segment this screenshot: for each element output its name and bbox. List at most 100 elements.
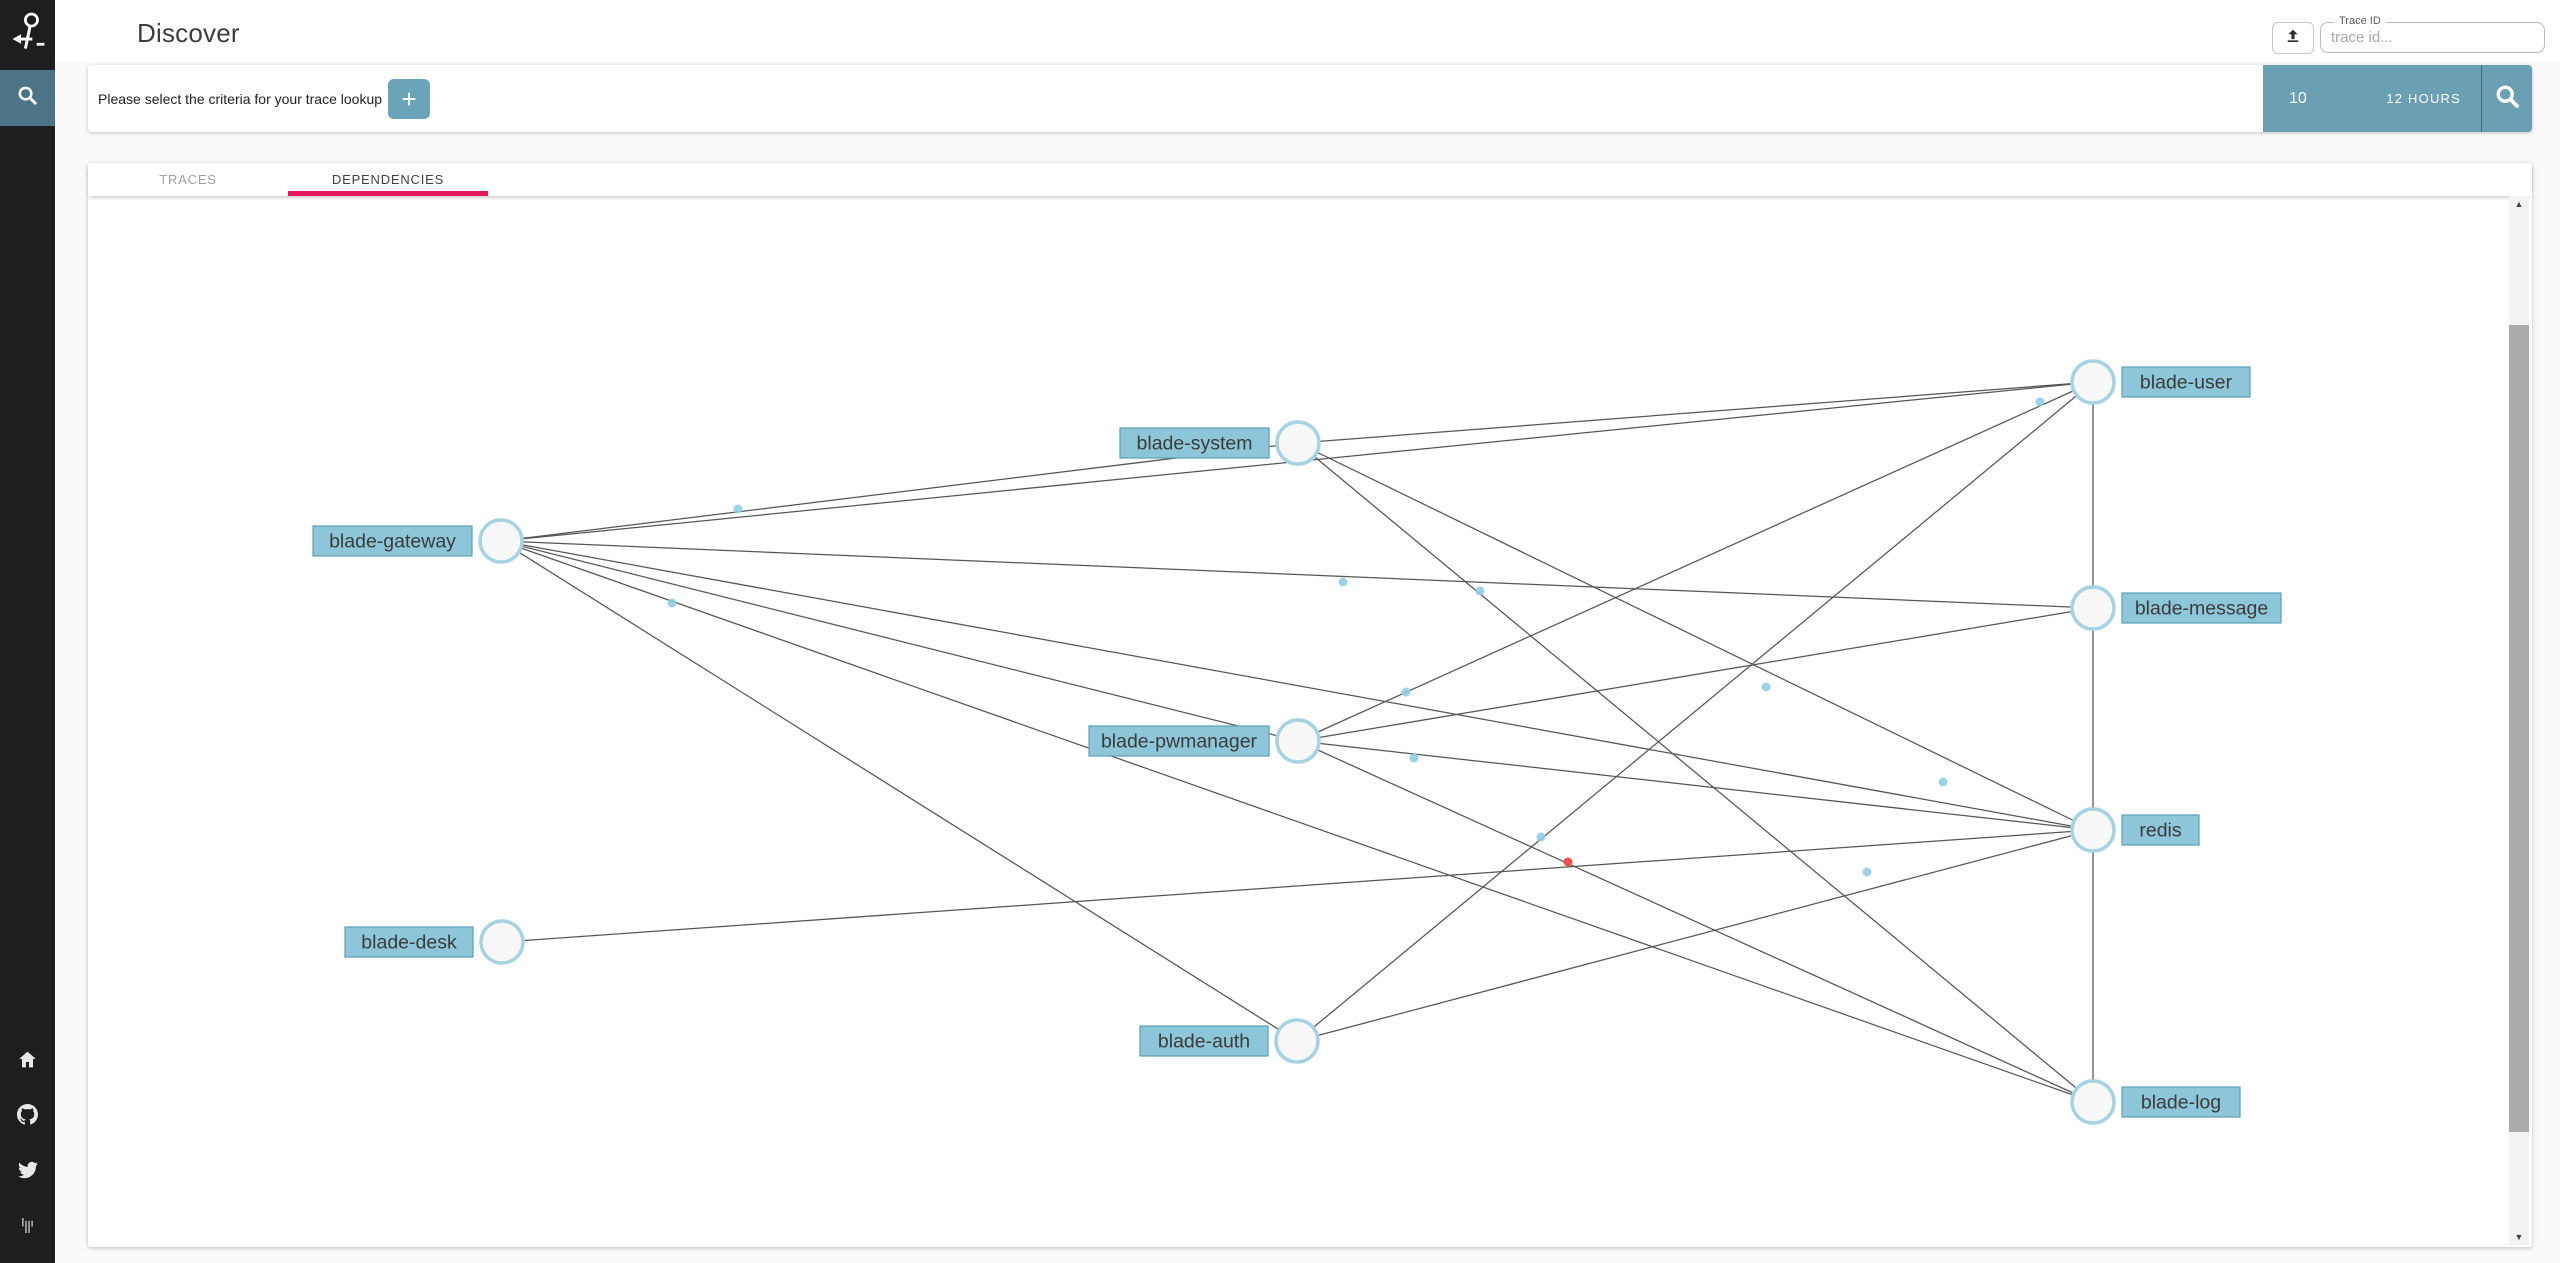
service-node-circle[interactable] (2070, 359, 2116, 405)
service-node-label-box (1139, 1025, 1269, 1057)
sidebar-item-twitter[interactable] (0, 1152, 55, 1192)
search-icon (2494, 83, 2521, 115)
app-logo[interactable] (0, 0, 55, 70)
graph-node-blade-message[interactable]: blade-message (2070, 585, 2282, 631)
traffic-dot-blue (1536, 832, 1546, 842)
service-node-label: blade-message (2135, 598, 2268, 620)
graph-node-redis[interactable]: redis (2070, 807, 2200, 853)
traffic-dot-blue (667, 598, 677, 608)
traffic-dot-blue (2035, 397, 2045, 407)
graph-node-blade-desk[interactable]: blade-desk (344, 919, 525, 965)
sidebar-item-home[interactable] (0, 1042, 55, 1082)
vertical-scrollbar[interactable]: ▲ ▼ (2509, 196, 2529, 1245)
search-options-bar: 10 12 HOURS (2263, 65, 2532, 132)
graph-edge (1296, 829, 2094, 1042)
service-node-circle[interactable] (478, 518, 524, 564)
graph-edge (1297, 607, 2094, 742)
graph-edge (1297, 381, 2094, 742)
traffic-dot-blue (1409, 753, 1419, 763)
results-card: TRACES DEPENDENCIES blade-gateway blade-d… (88, 163, 2532, 1247)
graph-edge (500, 540, 2094, 831)
twitter-icon (17, 1160, 38, 1185)
graph-edge (1297, 442, 2094, 1103)
add-criteria-button[interactable]: + (388, 78, 431, 119)
graph-edge (500, 540, 2094, 1103)
tab-traces[interactable]: TRACES (159, 172, 217, 187)
traffic-dot-blue (1938, 777, 1948, 787)
graph-node-blade-pwmanager[interactable]: blade-pwmanager (1088, 718, 1321, 764)
graph-edge (500, 540, 2094, 609)
service-node-label: blade-pwmanager (1101, 731, 1258, 753)
graph-edge (1297, 442, 2094, 831)
scrollbar-thumb[interactable] (2509, 325, 2529, 1132)
sidebar-item-gitter[interactable] (0, 1208, 55, 1248)
graph-node-blade-system[interactable]: blade-system (1119, 420, 1321, 466)
upload-trace-button[interactable] (2272, 22, 2314, 54)
graph-edge (1296, 381, 2094, 1042)
service-node-label-box (2121, 366, 2251, 398)
service-node-circle[interactable] (479, 919, 525, 965)
page-title: Discover (137, 18, 240, 48)
run-search-button[interactable] (2482, 65, 2532, 132)
service-node-label-box (1119, 427, 1270, 459)
traffic-dot-red (1563, 857, 1573, 867)
service-node-circle[interactable] (2070, 1079, 2116, 1125)
tab-bar: TRACES DEPENDENCIES (88, 163, 2532, 196)
service-node-label-box (312, 525, 473, 557)
service-node-circle[interactable] (1274, 1018, 1320, 1064)
criteria-hint-text: Please select the criteria for your trac… (98, 90, 383, 107)
traffic-dot-blue (1862, 867, 1872, 877)
sidebar-item-github[interactable] (0, 1097, 55, 1137)
traffic-dot-blue (733, 504, 743, 514)
service-node-label: blade-gateway (329, 531, 456, 553)
service-node-circle[interactable] (2070, 807, 2116, 853)
graph-edge (1297, 381, 2094, 444)
result-limit-select[interactable]: 10 (2289, 89, 2307, 107)
service-node-label-box (2121, 592, 2282, 624)
criteria-card[interactable]: Please select the criteria for your trac… (88, 65, 2263, 132)
scroll-down-arrow[interactable]: ▼ (2514, 1232, 2524, 1242)
top-header: Discover Trace ID (55, 0, 2560, 62)
service-node-label-box (2121, 1086, 2241, 1118)
zipkin-logo-icon (9, 10, 47, 61)
dependency-graph-region: blade-gateway blade-desk blade-system blade… (88, 196, 2532, 1247)
graph-particles (667, 397, 2045, 877)
traffic-dot-blue (1761, 682, 1771, 692)
sidebar-item-search[interactable] (0, 70, 55, 126)
lookback-select[interactable]: 12 HOURS (2386, 91, 2461, 106)
upload-icon (2284, 27, 2302, 50)
trace-id-label: Trace ID (2334, 15, 2386, 27)
active-tab-underline (288, 191, 488, 196)
graph-node-blade-log[interactable]: blade-log (2070, 1079, 2241, 1125)
scroll-up-arrow[interactable]: ▲ (2514, 199, 2524, 209)
graph-edge (1297, 740, 2094, 1103)
service-node-label: blade-desk (361, 932, 457, 954)
trace-id-input[interactable] (2321, 23, 2544, 52)
traffic-dot-blue (1338, 577, 1348, 587)
graph-edge (501, 829, 2094, 943)
service-node-circle[interactable] (1275, 420, 1321, 466)
gitter-icon (20, 1217, 35, 1239)
service-node-label: redis (2139, 820, 2182, 842)
tab-dependencies[interactable]: DEPENDENCIES (331, 172, 445, 187)
service-node-label-box (344, 926, 474, 958)
service-node-label: blade-auth (1158, 1031, 1250, 1053)
service-node-circle[interactable] (1275, 718, 1321, 764)
graph-edge (1297, 740, 2094, 831)
github-icon (17, 1104, 38, 1130)
bar-divider (2481, 65, 2482, 132)
graph-node-blade-user[interactable]: blade-user (2070, 359, 2251, 405)
traffic-dot-blue (1475, 586, 1485, 596)
traffic-dot-blue (1401, 687, 1411, 697)
graph-node-blade-auth[interactable]: blade-auth (1139, 1018, 1320, 1064)
service-node-label: blade-user (2140, 372, 2233, 394)
service-node-label-box (1088, 725, 1270, 757)
graph-edge (500, 442, 1299, 542)
service-node-label: blade-log (2141, 1092, 2221, 1114)
graph-node-blade-gateway[interactable]: blade-gateway (312, 518, 524, 564)
service-node-circle[interactable] (2070, 585, 2116, 631)
graph-edge (500, 540, 1298, 1042)
graph-edge (500, 540, 1299, 742)
trace-id-field: Trace ID (2320, 15, 2545, 53)
service-node-label-box (2121, 814, 2200, 846)
